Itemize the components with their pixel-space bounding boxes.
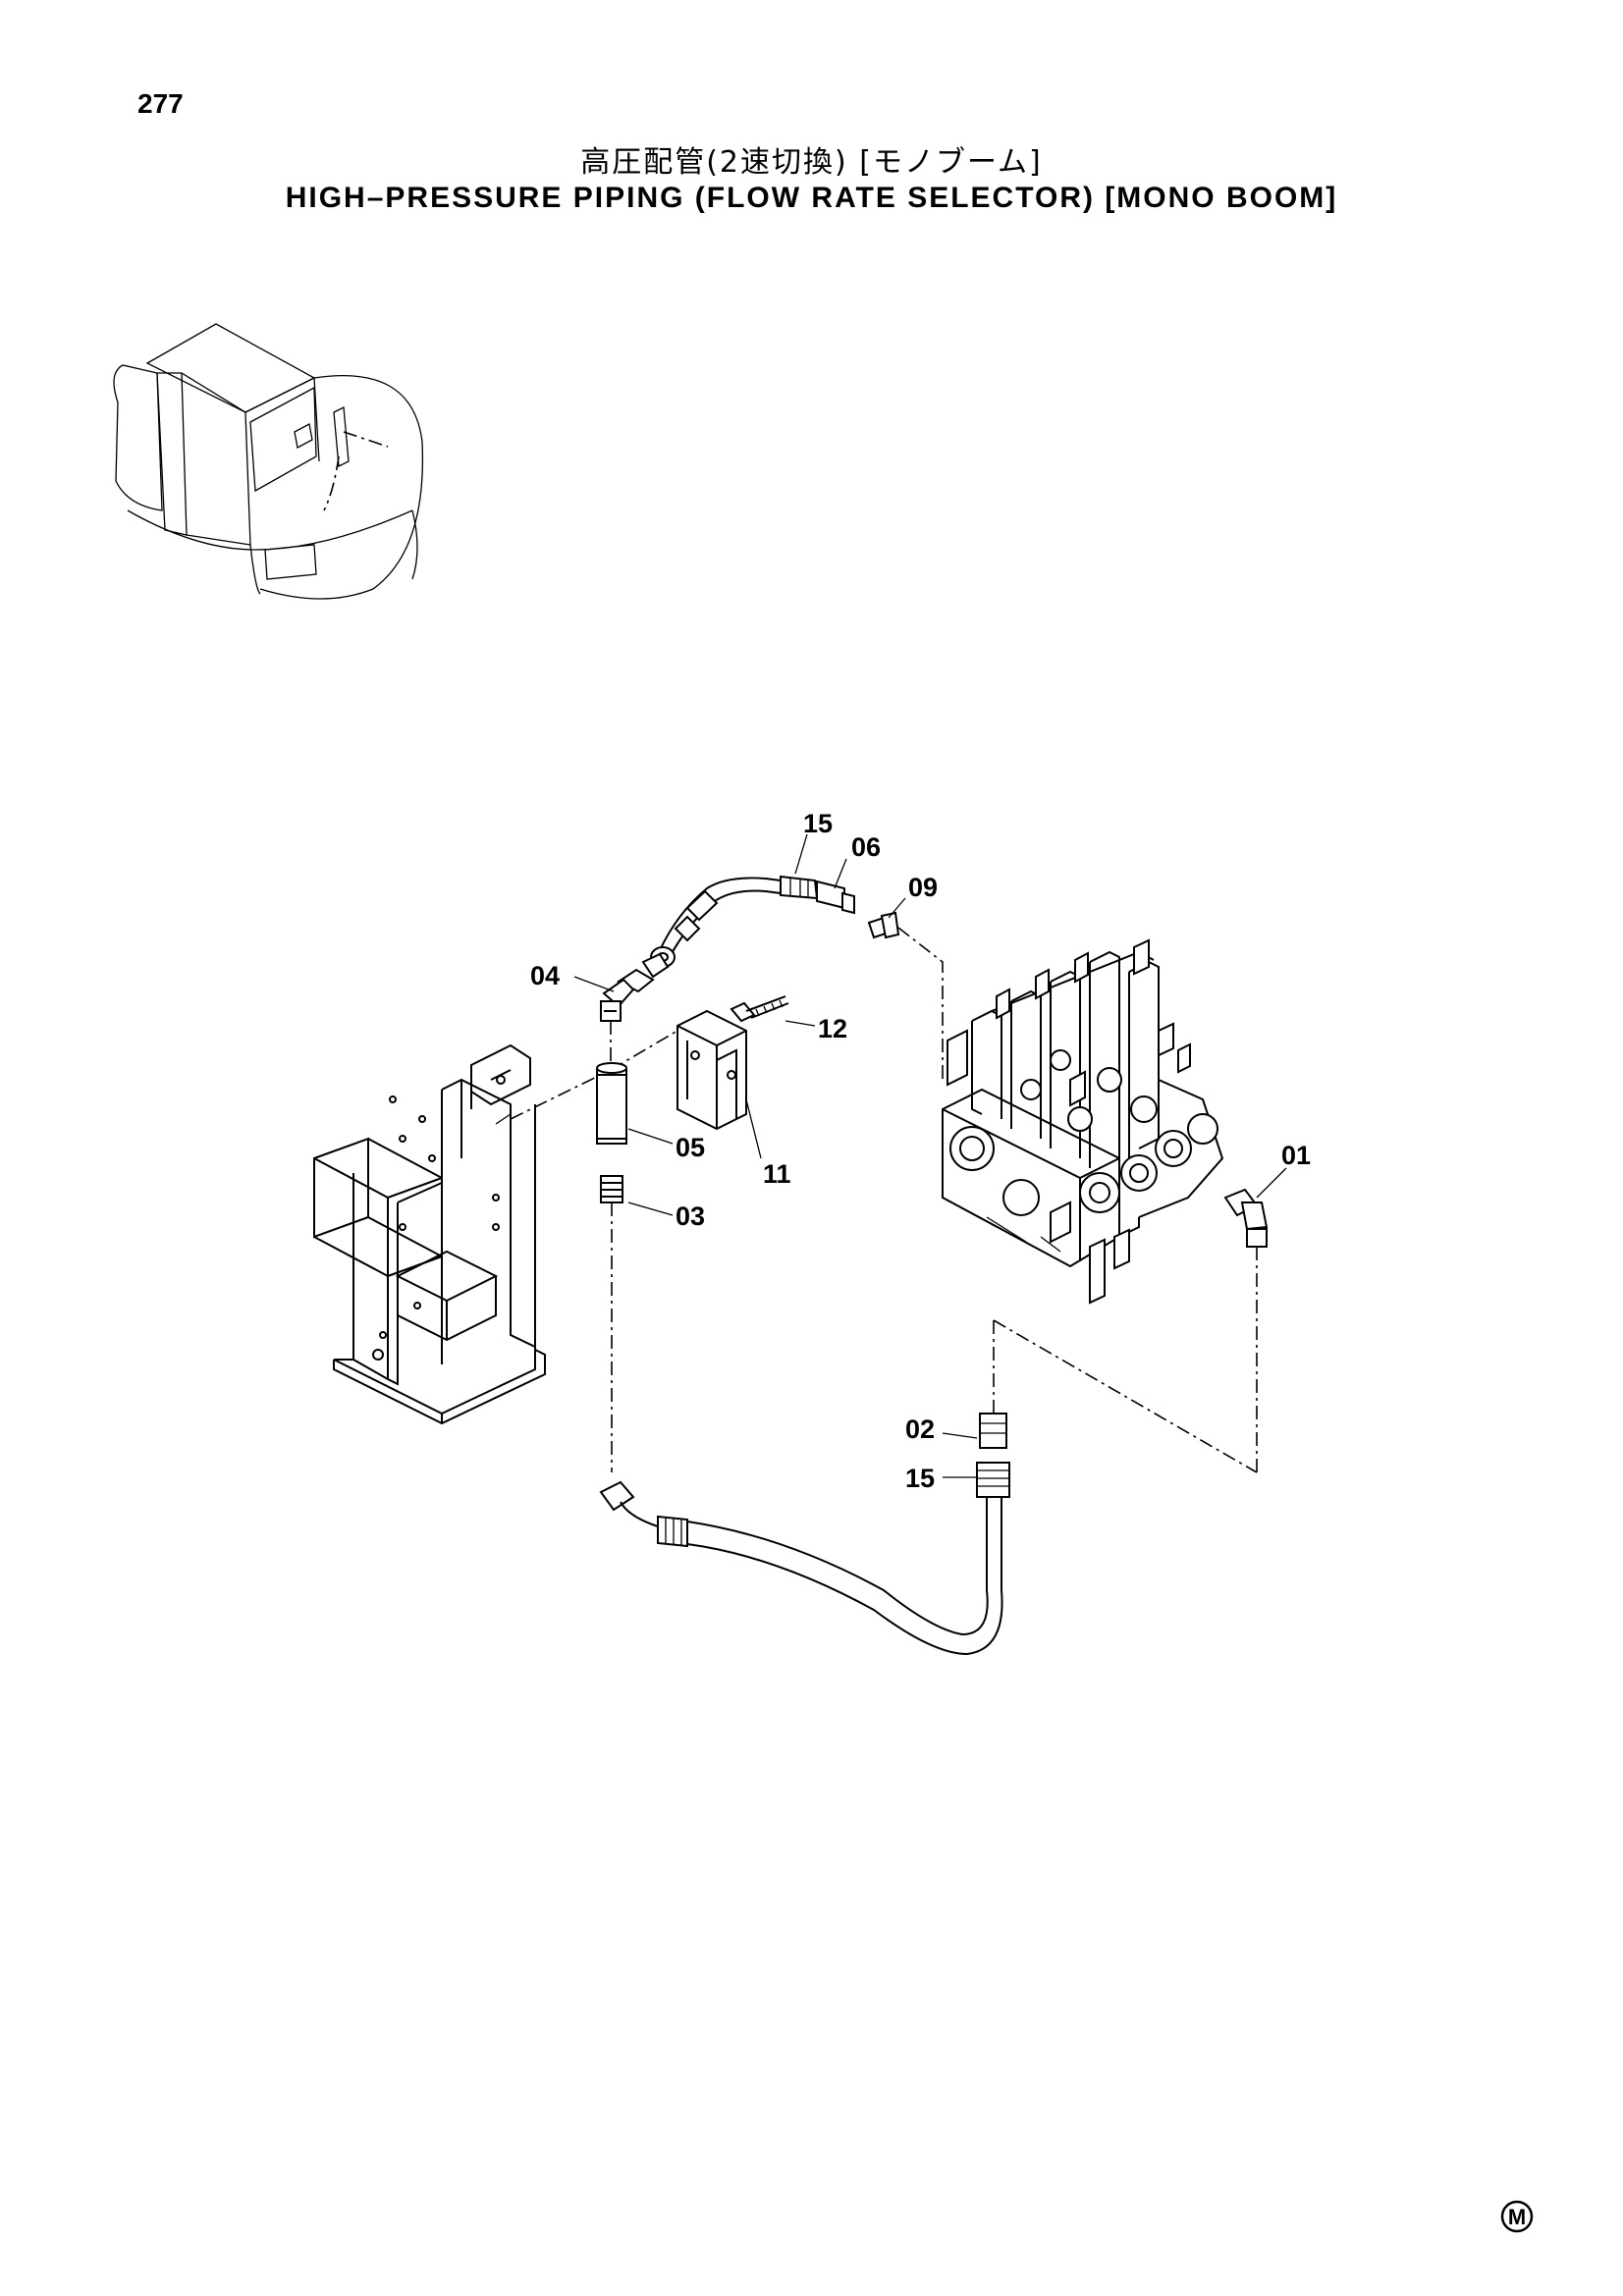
leader-frame — [510, 1069, 612, 1120]
hose-upper — [641, 875, 855, 979]
callout-15-bottom: 15 — [905, 1464, 935, 1493]
callout-12: 12 — [818, 1014, 847, 1043]
fitting-09 — [867, 911, 944, 1080]
callout-02: 02 — [905, 1415, 935, 1444]
support-frame — [313, 1043, 546, 1425]
elbow-04 — [600, 968, 655, 1022]
title-english: HIGH–PRESSURE PIPING (FLOW RATE SELECTOR… — [285, 182, 1338, 214]
callout-04: 04 — [530, 961, 560, 990]
hose-lower — [599, 1413, 1010, 1656]
elbow-01 — [1223, 1188, 1269, 1248]
footer-mark-letter: M — [1508, 2205, 1526, 2229]
footer-mono-boom-mark: M — [1500, 2200, 1534, 2233]
callout-15-top: 15 — [803, 809, 833, 838]
excavator-thumbnail — [113, 323, 424, 600]
control-valve — [942, 938, 1224, 1305]
leader-02-diagonal — [993, 1319, 1258, 1473]
bracket-11 — [676, 1009, 747, 1131]
callout-05: 05 — [676, 1133, 705, 1162]
callout-06: 06 — [851, 832, 881, 862]
callout-01: 01 — [1281, 1141, 1311, 1170]
adapter-05 — [596, 1062, 627, 1145]
callout-leaders — [573, 833, 1287, 1478]
page-number: 277 — [137, 88, 184, 119]
callout-11: 11 — [763, 1159, 791, 1189]
fitting-03 — [600, 1175, 623, 1203]
bolt-12 — [730, 995, 789, 1023]
title-japanese: 高圧配管(2速切換) [モノブーム] — [580, 145, 1043, 180]
callout-03: 03 — [676, 1201, 705, 1231]
callout-09: 09 — [908, 873, 938, 902]
